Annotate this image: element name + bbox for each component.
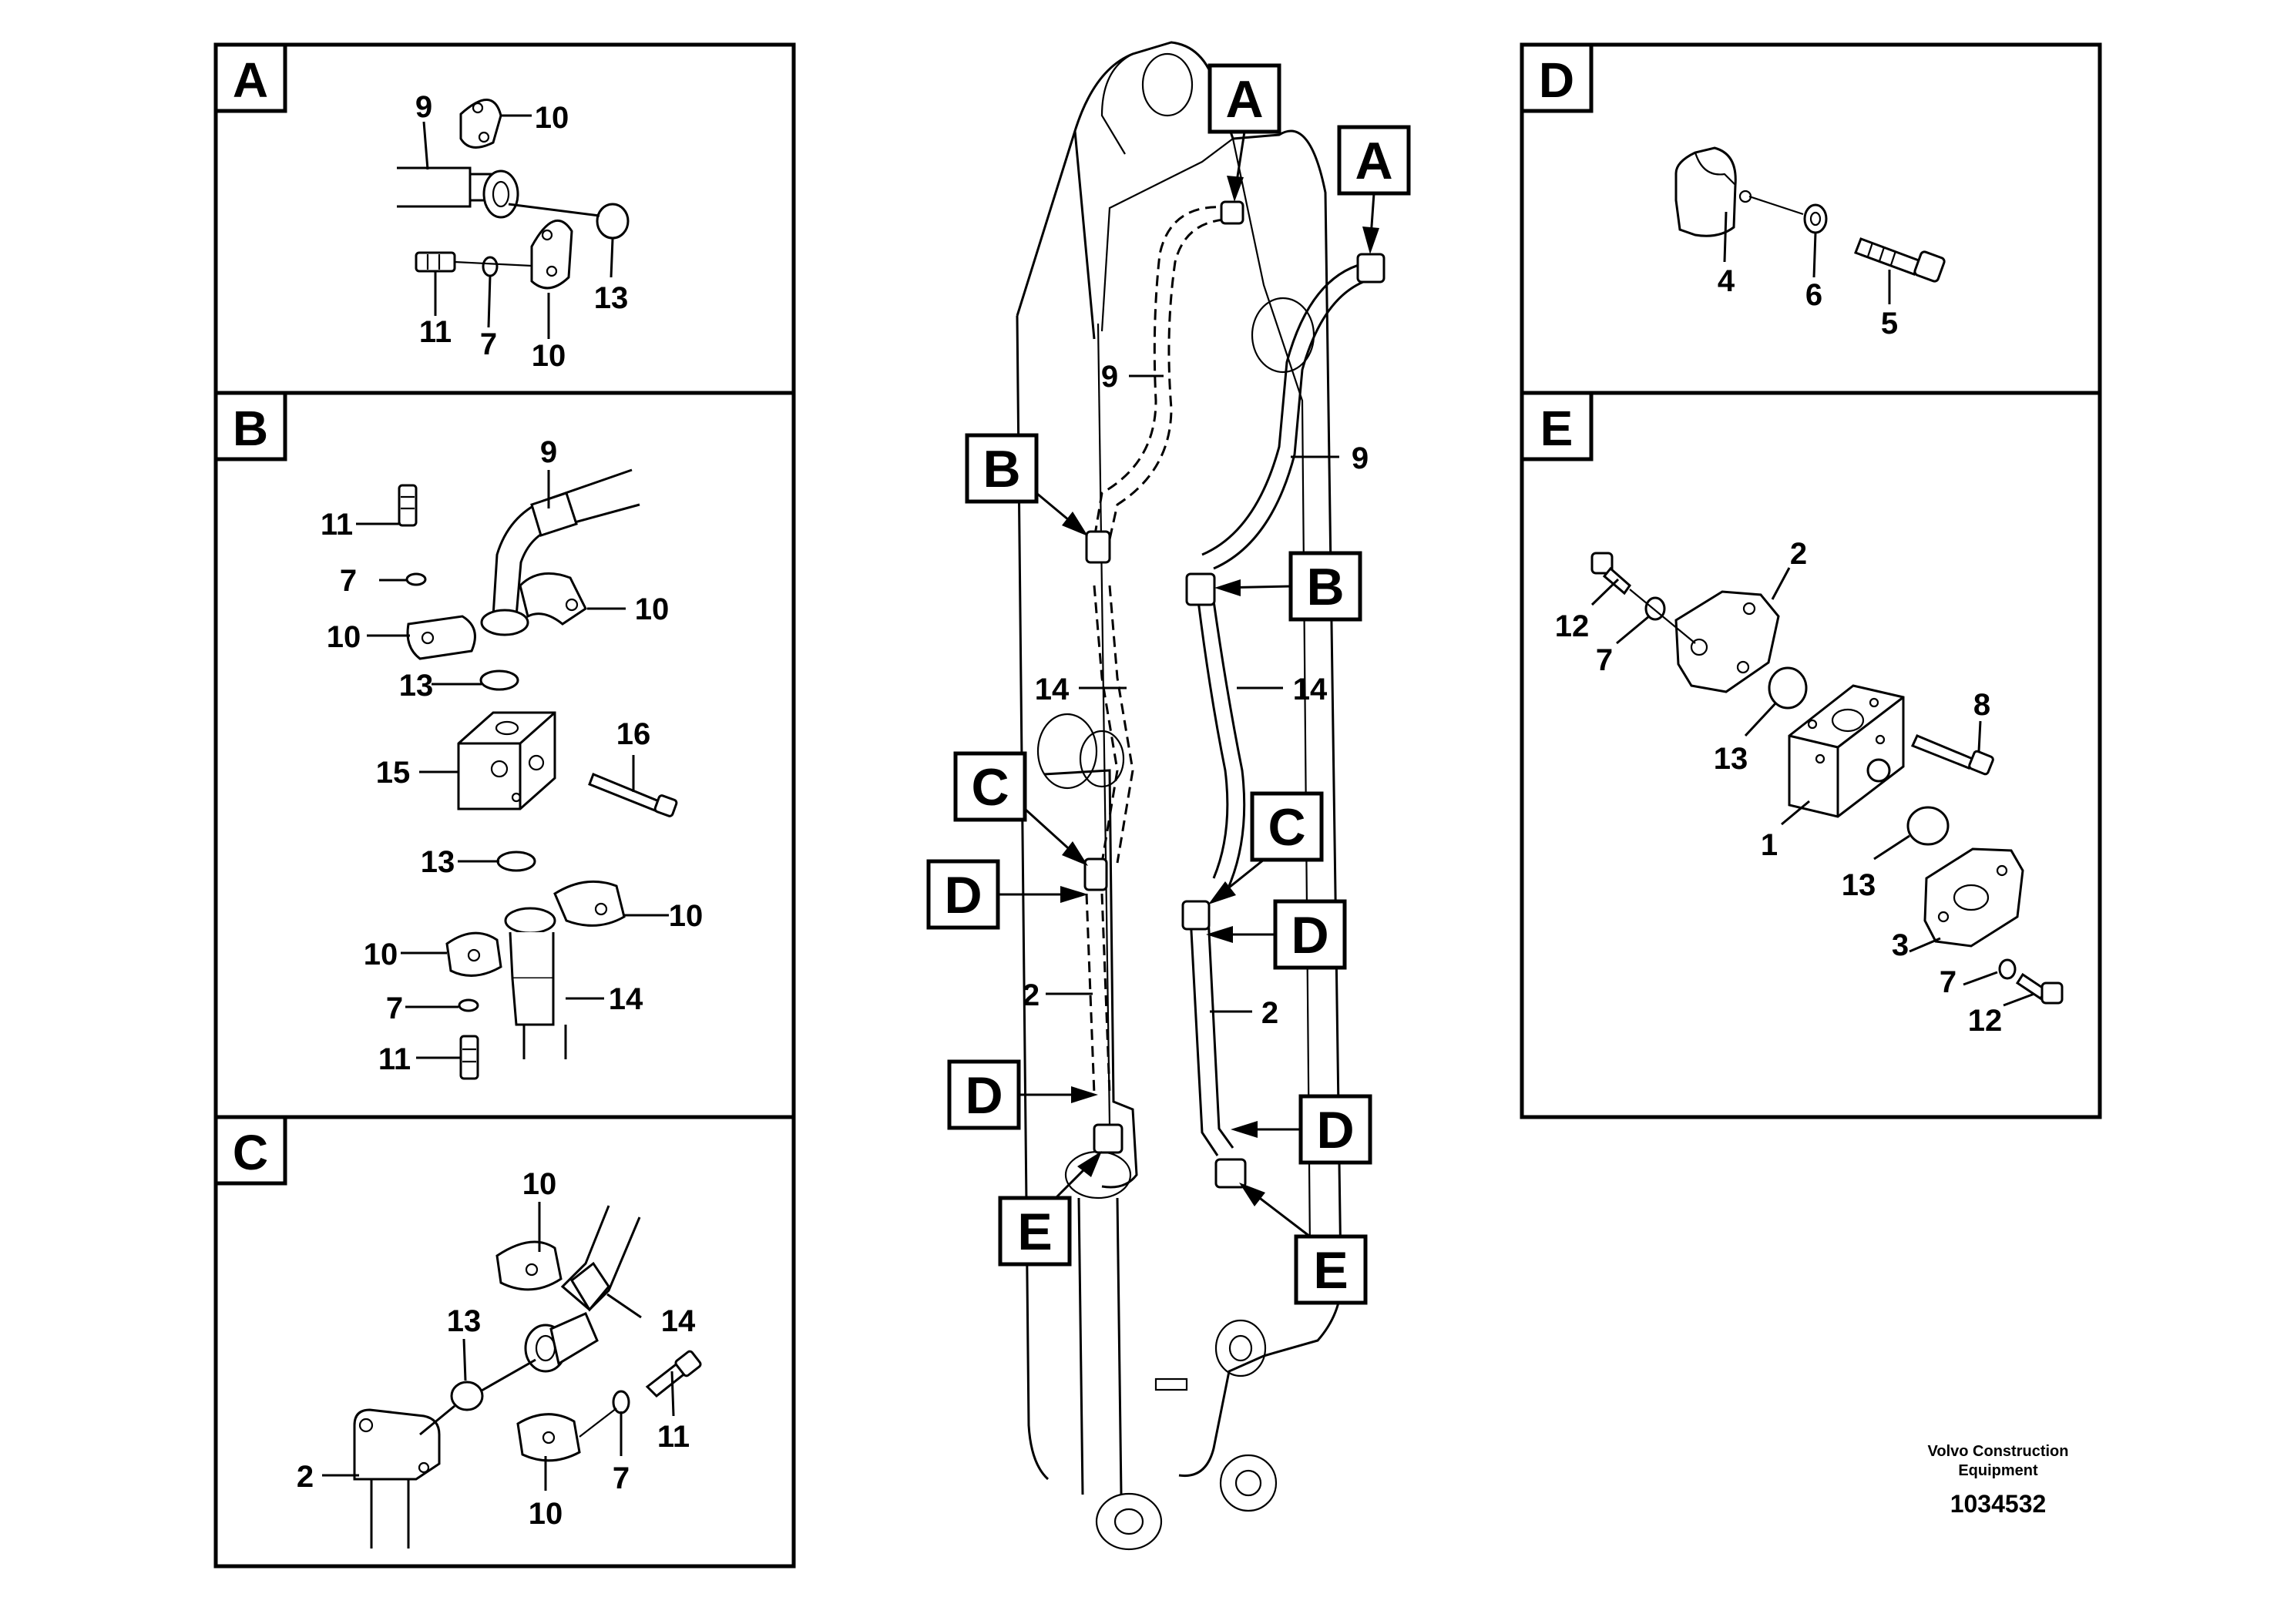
label-a-10-bottom: 10 <box>532 339 566 373</box>
label-e-13-top: 13 <box>1714 742 1748 776</box>
footer: Volvo Construction Equipment 1034532 <box>1928 1443 2069 1518</box>
panel-a: A 9 10 13 11 7 10 <box>213 42 796 395</box>
label-e-1: 1 <box>1761 828 1778 862</box>
panel-b: B <box>213 391 796 1119</box>
label-b-10-bottom-right: 10 <box>669 899 704 933</box>
label-e-12-bottom: 12 <box>1968 1004 2003 1038</box>
label-b-16: 16 <box>616 717 651 751</box>
callout-e-right: E <box>1313 1241 1348 1300</box>
label-e-8: 8 <box>1973 688 1990 722</box>
label-c-10-top: 10 <box>522 1167 557 1201</box>
callout-b-right: B <box>1306 558 1344 616</box>
document-number: 1034532 <box>1950 1490 2047 1518</box>
label-a-9: 9 <box>415 90 432 124</box>
label-c-10-bottom: 10 <box>529 1497 563 1531</box>
brand-line-2: Equipment <box>1958 1462 2038 1479</box>
boom-assembly <box>1016 41 1385 1551</box>
callout-e-left: E <box>1017 1203 1052 1261</box>
label-b-10-left: 10 <box>327 620 361 654</box>
label-b-11-top: 11 <box>321 508 353 542</box>
callout-a-left: A <box>1225 70 1263 129</box>
panel-d: D 4 6 5 <box>1520 42 2102 395</box>
main-label-2-right: 2 <box>1261 996 1278 1030</box>
label-b-13-top: 13 <box>399 669 434 703</box>
label-b-7-bottom: 7 <box>386 992 403 1025</box>
label-e-2: 2 <box>1790 537 1807 571</box>
main-label-9-right: 9 <box>1352 441 1369 475</box>
label-b-9: 9 <box>540 435 557 469</box>
label-a-7: 7 <box>480 327 497 361</box>
label-d-5: 5 <box>1881 307 1898 341</box>
label-b-15: 15 <box>376 756 411 790</box>
label-b-7-top: 7 <box>340 564 357 598</box>
label-c-11: 11 <box>657 1420 690 1454</box>
label-c-2: 2 <box>297 1460 314 1494</box>
callout-a-right: A <box>1355 132 1392 190</box>
callout-b-left: B <box>982 440 1020 498</box>
label-a-10-top: 10 <box>535 101 569 135</box>
label-a-11: 11 <box>419 315 452 349</box>
callout-d-right-bottom: D <box>1316 1101 1354 1159</box>
panel-d-letter: D <box>1539 52 1574 108</box>
label-b-10-right: 10 <box>635 592 670 626</box>
label-c-14: 14 <box>661 1304 696 1338</box>
label-c-7: 7 <box>613 1461 630 1495</box>
label-c-13: 13 <box>447 1304 482 1338</box>
callout-d-right-top: D <box>1291 906 1328 965</box>
label-b-14: 14 <box>609 982 643 1016</box>
label-e-7-top: 7 <box>1596 643 1613 677</box>
label-b-13-bottom: 13 <box>421 845 455 879</box>
label-d-4: 4 <box>1718 264 1735 298</box>
panel-c-letter: C <box>233 1125 268 1180</box>
main-label-14-left: 14 <box>1035 673 1070 706</box>
callouts: A A B B C C D D <box>926 63 1411 1305</box>
panel-a-letter: A <box>233 52 268 108</box>
label-b-11-bottom: 11 <box>378 1042 411 1076</box>
label-d-6: 6 <box>1805 278 1822 312</box>
callout-c-right: C <box>1268 798 1305 857</box>
label-b-10-bottom-left: 10 <box>364 938 398 971</box>
panel-c: C 10 14 13 <box>213 1115 796 1569</box>
brand-line-1: Volvo Construction <box>1928 1443 2069 1460</box>
callout-c-left: C <box>971 758 1009 817</box>
label-e-7-bottom: 7 <box>1940 965 1956 999</box>
panel-b-letter: B <box>233 401 268 456</box>
main-label-14-right: 14 <box>1293 673 1328 706</box>
label-e-13-bottom: 13 <box>1842 868 1876 902</box>
panel-e: E <box>1520 391 2102 1119</box>
label-e-3: 3 <box>1892 928 1909 962</box>
callout-d-left-top: D <box>944 866 982 924</box>
main-label-9-left: 9 <box>1101 360 1118 394</box>
label-a-13: 13 <box>594 281 629 315</box>
callout-d-left-bottom: D <box>965 1066 1003 1125</box>
panel-e-letter: E <box>1540 401 1574 456</box>
main-labels: 9 9 14 14 2 2 <box>1023 360 1369 1030</box>
label-e-12-top: 12 <box>1555 609 1590 643</box>
main-label-2-left: 2 <box>1023 978 1040 1012</box>
